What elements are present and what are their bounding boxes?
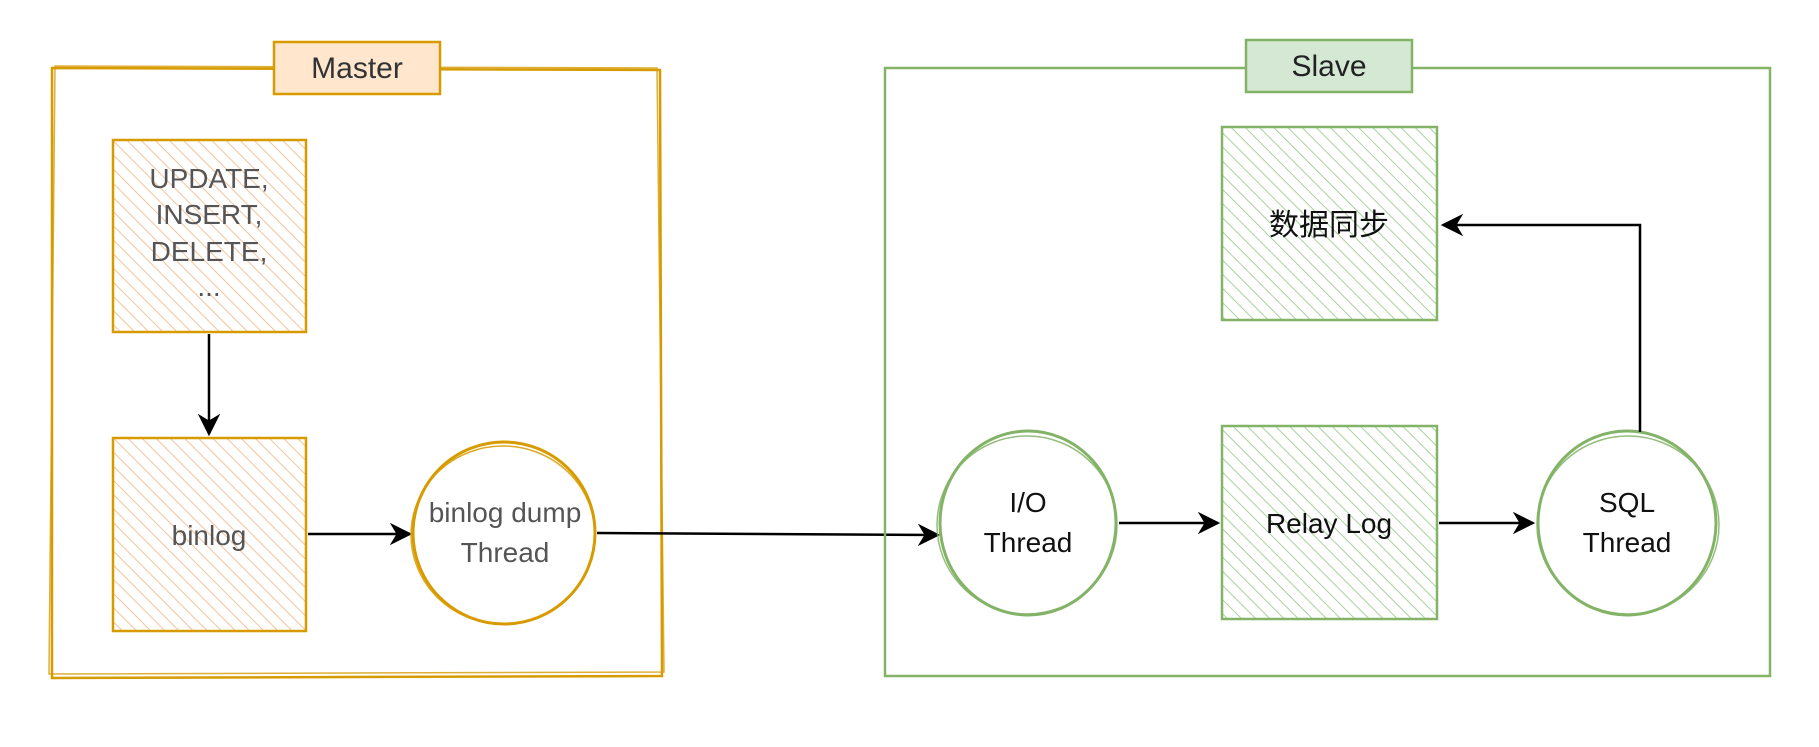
- io-thread: I/O Thread: [936, 429, 1118, 617]
- relay-log-label: Relay Log: [1266, 508, 1392, 539]
- arrow-dump-to-io: [596, 523, 941, 547]
- sql-thread-line-2: Thread: [1583, 527, 1672, 558]
- sql-thread: SQL Thread: [1536, 429, 1720, 617]
- binlog-label: binlog: [172, 520, 247, 551]
- dump-thread-line-1: binlog dump: [429, 497, 582, 528]
- sql-op-ellipsis: ...: [197, 271, 220, 302]
- arrow-sql-to-sync: [1440, 213, 1642, 432]
- master-title: Master: [311, 52, 403, 85]
- binlog-dump-thread: binlog dump Thread: [410, 440, 597, 626]
- sql-op-update: UPDATE,: [149, 163, 268, 194]
- data-sync-label: 数据同步: [1269, 208, 1389, 243]
- io-thread-line-1: I/O: [1009, 487, 1046, 518]
- sql-operations-box: UPDATE, INSERT, DELETE, ...: [111, 138, 308, 334]
- sql-op-insert: INSERT,: [156, 199, 263, 230]
- sql-op-delete: DELETE,: [151, 236, 268, 267]
- data-sync-box: 数据同步: [1220, 125, 1439, 322]
- slave-title: Slave: [1291, 50, 1366, 83]
- master-container: [48, 65, 665, 680]
- sql-thread-line-1: SQL: [1599, 487, 1655, 518]
- io-thread-line-2: Thread: [984, 527, 1073, 558]
- master-title-tag: Master: [272, 40, 442, 96]
- binlog-box: binlog: [111, 436, 308, 633]
- dump-thread-line-2: Thread: [461, 537, 550, 568]
- relay-log-box: Relay Log: [1220, 424, 1439, 621]
- slave-title-tag: Slave: [1244, 38, 1414, 94]
